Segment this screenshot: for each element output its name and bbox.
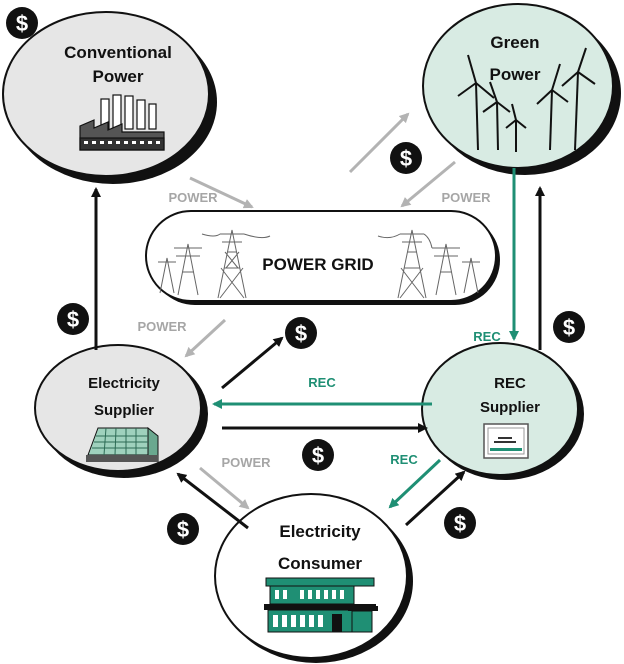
electricity-supplier-node: Electricity Supplier	[34, 344, 208, 478]
power-arrow-conventional-to-grid	[189, 176, 254, 209]
power-grid-label: POWER GRID	[262, 255, 373, 274]
dollar-sign: $	[67, 307, 79, 332]
electricity-consumer-node: Electricity Consumer	[214, 493, 413, 663]
dollar-sign: $	[16, 11, 28, 36]
dollar-sign: $	[563, 315, 575, 340]
dollar-sign: $	[400, 146, 412, 171]
power-label-green-to-grid: POWER	[441, 190, 491, 205]
dollar-sign: $	[454, 511, 466, 536]
rec-supplier-label-line2: Supplier	[480, 399, 540, 416]
rec-label-green-to-rec-supplier: REC	[473, 329, 501, 344]
dollar-badge-top-left: $	[6, 7, 38, 39]
conventional-power-node: Conventional Power	[2, 11, 217, 184]
power-arrow-supplier-to-consumer	[199, 466, 250, 510]
power-label-supplier-to-consumer: POWER	[221, 455, 271, 470]
electricity-consumer-label-line1: Electricity	[279, 522, 361, 541]
transmission-towers-left-icon	[158, 229, 271, 299]
power-arrow-grid-to-supplier	[184, 318, 227, 358]
green-power-label-line2: Power	[489, 65, 540, 84]
power-label-grid-to-supplier: POWER	[137, 319, 187, 334]
dollar-badge-consumer-to-rec-supplier: $	[444, 507, 476, 539]
electricity-supplier-label-line2: Supplier	[94, 402, 154, 419]
power-arrow-grid-to-green	[348, 112, 410, 174]
power-arrow-green-to-grid	[400, 160, 456, 208]
electricity-supplier-label-line1: Electricity	[88, 375, 160, 392]
dollar-badge-grid-payment: $	[285, 317, 317, 349]
certificate-icon	[483, 423, 529, 459]
electricity-consumer-label-line2: Consumer	[278, 554, 362, 573]
money-arrow-consumer-to-rec-supplier	[404, 470, 466, 527]
rec-supplier-label-line1: REC	[494, 375, 526, 392]
dollar-badge-consumer-to-supplier: $	[167, 513, 199, 545]
dollar-sign: $	[312, 443, 324, 468]
rec-label-rec-supplier-to-consumer: REC	[390, 452, 418, 467]
rec-arrow-rec-supplier-to-consumer	[388, 458, 442, 509]
dollar-sign: $	[295, 321, 307, 346]
rec-supplier-node: REC Supplier	[421, 342, 584, 480]
rec-label-rec-supplier-to-supplier: REC	[308, 375, 336, 390]
storefront-icon	[264, 577, 378, 633]
conventional-power-label-line1: Conventional	[64, 43, 172, 62]
money-arrow-consumer-to-supplier	[176, 472, 249, 530]
dollar-badge-green-payment: $	[390, 142, 422, 174]
office-building-icon	[86, 426, 159, 463]
conventional-power-label-line2: Power	[92, 67, 143, 86]
power-grid-node: POWER GRID	[145, 210, 500, 305]
green-power-node: Green Power	[422, 3, 621, 175]
green-power-label-line1: Green	[490, 33, 539, 52]
factory-icon	[79, 94, 165, 151]
transmission-towers-right-icon	[377, 229, 480, 299]
dollar-sign: $	[177, 517, 189, 542]
dollar-badge-conventional-payment: $	[57, 303, 89, 335]
wind-turbines-icon	[457, 47, 596, 152]
money-arrow-supplier-to-grid	[221, 336, 284, 390]
power-label-conventional-to-grid: POWER	[168, 190, 218, 205]
dollar-badge-rec-supplier-payment: $	[553, 311, 585, 343]
dollar-badge-rec-purchase: $	[302, 439, 334, 471]
